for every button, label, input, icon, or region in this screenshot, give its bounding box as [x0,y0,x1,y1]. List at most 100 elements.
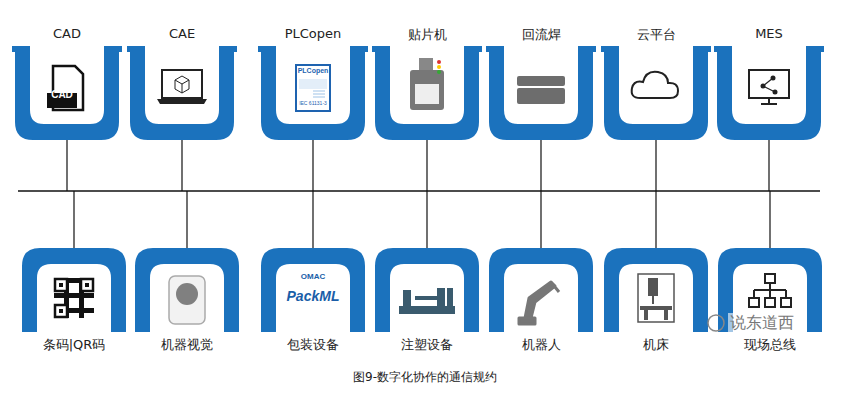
bracket-shape [12,46,122,140]
bracket-node: 回流焊 [480,24,602,142]
art-shape [749,298,759,307]
art-shape [761,98,777,104]
node-label: 注塑设备 [366,336,488,354]
art-shape [632,72,678,98]
art-shape [765,274,775,283]
bracket-shape [604,248,708,332]
art-shape [640,306,672,310]
art-shape [84,308,89,313]
node-label: 机器人 [480,336,602,354]
art-shape [89,308,94,313]
bracket-shape [489,248,593,332]
bracket-node: 云平台 [595,24,717,142]
icon-text: IEC 61131-3 [299,100,327,106]
art-shape [169,276,205,324]
node-label: 包装设备 [252,336,374,354]
bus-stub [186,191,187,248]
bracket-node: 机器视觉 [126,246,248,356]
art-shape [175,76,189,93]
art-shape [69,278,74,283]
bus-stub [540,140,541,191]
bus-stub [181,140,182,191]
bracket-shape [261,248,365,332]
art-shape [765,298,775,307]
art-shape [517,88,565,104]
art-shape [81,279,93,291]
art-shape [157,99,207,104]
bracket-shape [135,248,239,332]
art-shape [69,293,74,298]
node-label: 贴片机 [366,26,488,44]
icon [54,278,94,318]
bracket-node: CAD [6,24,128,142]
node-label: MES [708,26,830,41]
node-label: 条码|QR码 [13,336,135,354]
art-shape [74,308,79,313]
icon [632,72,678,98]
bus-stub [426,191,427,248]
bracket-node: 机床 [595,246,717,356]
art-shape [85,283,89,287]
art-shape [79,303,84,308]
art-shape [162,70,202,98]
node-label: CAE [121,26,243,41]
bus-stub [769,191,770,248]
art-shape [313,91,325,92]
art-shape [79,298,84,303]
watermark-icon [708,315,724,331]
bracket-node: 条码|QR码 [13,246,135,356]
bracket-node: 注塑设备 [366,246,488,356]
art-shape [313,94,325,95]
bracket-node: 贴片机 [366,24,488,142]
icon [157,70,207,104]
node-label: 机床 [595,336,717,354]
art-shape [55,279,67,291]
art-shape [74,278,79,283]
art-shape [54,293,59,298]
bus-stub [66,140,67,191]
art-shape [84,293,89,298]
icon-text: PackML [287,288,340,304]
bracket-shape [714,46,824,140]
art-shape [79,313,84,318]
art-shape [89,293,94,298]
art-shape [79,293,84,298]
art-shape [54,278,94,318]
bracket-node: MES [708,24,830,142]
art-shape [59,309,63,313]
node-label: PLCopen [252,26,374,41]
art-shape [403,290,411,306]
icon-text: CAD [51,89,73,100]
bracket-shape [127,46,237,140]
bus-stub [655,140,656,191]
art-shape [69,308,74,313]
art-shape [652,296,654,304]
icon [47,66,83,110]
icon [749,70,789,104]
bus-stub [312,140,313,191]
node-label: 机器视觉 [126,336,248,354]
art-shape [410,70,444,110]
art-shape [437,60,441,64]
bracket-shape [258,46,368,140]
icon [410,58,444,110]
art-shape [648,278,658,296]
art-shape [781,298,791,307]
icon [638,274,674,322]
art-shape [296,65,330,111]
bracket-node: 机器人 [480,246,602,356]
bracket-shape [601,46,711,140]
bracket-shape [486,46,596,140]
art-shape [74,293,79,298]
bracket-shape [372,46,482,140]
node-label: 现场总线 [709,336,831,354]
bracket-node: 现场总线 [709,246,831,356]
art-shape [519,282,559,324]
art-shape [419,58,433,70]
node-label: 云平台 [595,26,717,44]
bus-line [18,190,820,192]
art-shape [299,79,327,89]
bracket-shape [22,248,126,332]
art-shape [761,84,766,89]
art-shape [59,283,63,287]
